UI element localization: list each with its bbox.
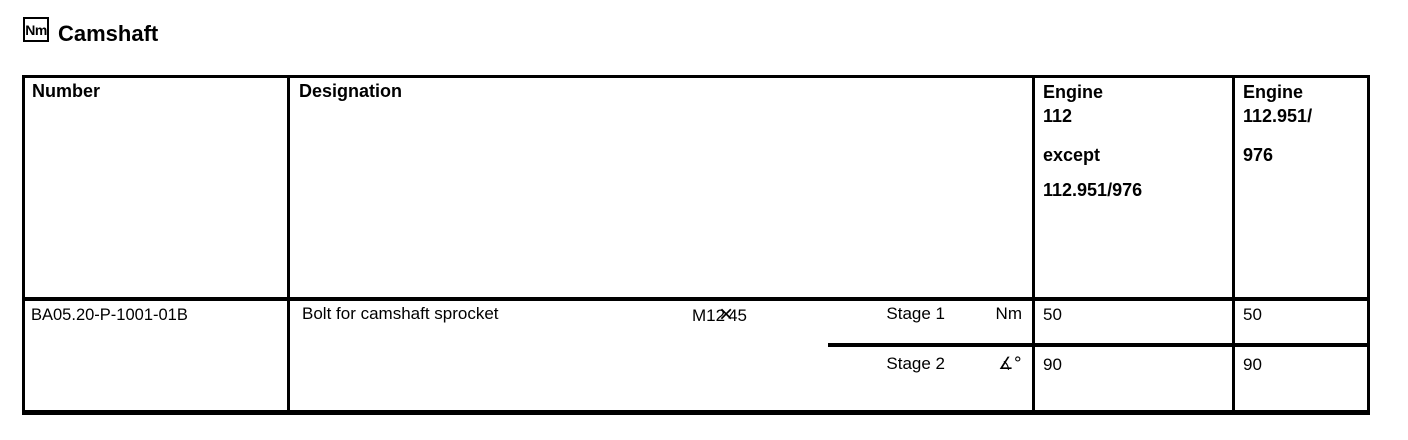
cell-designation: Bolt for camshaft sprocket [302, 304, 499, 323]
header-engine1-line1: Engine [1043, 82, 1104, 102]
nm-badge-label: Nm [25, 21, 47, 38]
stage-2-label: Stage 2 [886, 354, 945, 373]
thread-size-suffix: 45 [728, 306, 748, 325]
header-engine2-line2: 112.951/ [1243, 106, 1313, 126]
stage-1-label: Stage 1 [886, 304, 945, 323]
header-designation: Designation [299, 81, 403, 101]
divider-designation-engine1 [1032, 75, 1035, 415]
cell-thread-size: M12×45 [692, 303, 747, 327]
thread-size-prefix: M12 [692, 306, 726, 325]
stage-1-value-engine-112951-976: 50 [1243, 305, 1262, 324]
stage-1-value-engine-112-except: 50 [1043, 305, 1062, 324]
header-engine1-line4: 112.951/976 [1043, 180, 1143, 200]
table-outer-border [22, 75, 1370, 415]
header-engine1-line3: except [1043, 145, 1101, 165]
stage-2-value-engine-112951-976: 90 [1243, 355, 1262, 374]
divider-stage1-stage2 [828, 343, 1370, 347]
divider-engine1-engine2 [1232, 75, 1235, 415]
header-engine-112951-976: Engine 112.951/ 976 [1243, 80, 1363, 167]
divider-header-row [22, 297, 1370, 301]
stage-1-unit: Nm [995, 304, 1022, 323]
page-title: Camshaft [58, 21, 159, 46]
stage-2-value-engine-112-except: 90 [1043, 355, 1062, 374]
divider-number-designation [287, 75, 290, 415]
header-engine1-line2: 112 [1043, 106, 1073, 126]
header-engine-112-except: Engine 112 except 112.951/976 [1043, 80, 1223, 202]
header-engine2-line1: Engine [1243, 82, 1304, 102]
stage-2-unit-angle-icon: ∡° [998, 354, 1022, 374]
header-engine2-line3: 976 [1243, 145, 1274, 165]
header-number: Number [32, 81, 101, 101]
cell-part-number: BA05.20-P-1001-01B [31, 306, 188, 324]
nm-torque-icon: Nm [23, 17, 49, 42]
multiply-icon: × [719, 301, 734, 328]
